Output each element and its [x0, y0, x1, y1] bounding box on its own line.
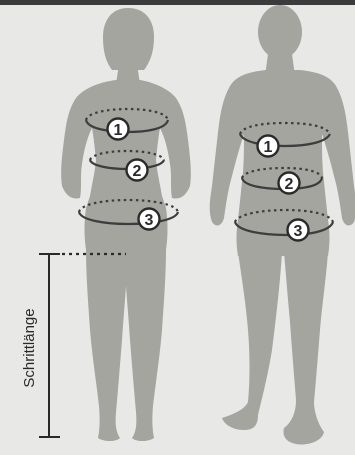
- marker-label: 1: [114, 122, 123, 139]
- male-marker-3: 3: [288, 220, 309, 241]
- marker-label: 1: [264, 139, 273, 156]
- inseam-label: Schrittlänge: [21, 308, 38, 387]
- male-silhouette: [210, 5, 355, 445]
- marker-label: 2: [133, 163, 142, 180]
- female-marker-1: 1: [108, 119, 129, 140]
- male-marker-2: 2: [279, 173, 300, 194]
- marker-label: 3: [294, 223, 303, 240]
- male-marker-1: 1: [258, 136, 279, 157]
- female-marker-2: 2: [127, 160, 148, 181]
- marker-label: 2: [285, 176, 294, 193]
- marker-label: 3: [145, 212, 154, 229]
- female-marker-3: 3: [139, 209, 160, 230]
